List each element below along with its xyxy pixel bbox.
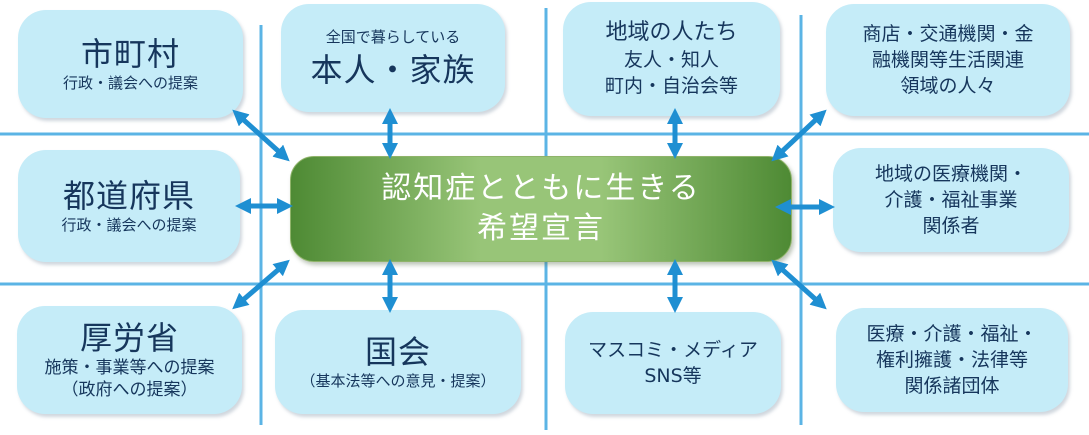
node-family-small: 全国で暮らしている xyxy=(325,28,461,46)
node-life-services-line3: 領域の人々 xyxy=(900,75,996,97)
node-diet: 国会 （基本法等への意見・提案） xyxy=(275,310,521,414)
node-medical-line1: 地域の医療機関・ xyxy=(874,163,1027,185)
node-ministry-title: 厚労省 xyxy=(79,319,179,357)
node-organizations: 医療・介護・福祉・ 権利擁護・法律等 関係諸団体 xyxy=(836,308,1068,412)
node-community-line1: 地域の人たち xyxy=(605,20,738,45)
node-ministry-sub2: （政府への提案） xyxy=(61,380,198,400)
node-medical: 地域の医療機関・ 介護・福祉事業 関係者 xyxy=(833,148,1069,252)
node-community-line2: 友人・知人 xyxy=(623,49,719,71)
node-organizations-line3: 関係諸団体 xyxy=(904,375,1000,397)
node-family-title: 本人・家族 xyxy=(310,51,476,89)
node-community-line3: 町内・自治会等 xyxy=(604,75,738,97)
center-declaration: 認知症とともに生きる 希望宣言 xyxy=(290,156,792,262)
node-medical-line3: 関係者 xyxy=(922,215,980,237)
node-community: 地域の人たち 友人・知人 町内・自治会等 xyxy=(563,2,780,116)
node-medical-line2: 介護・福祉事業 xyxy=(884,189,1018,211)
node-municipality-sub: 行政・議会への提案 xyxy=(62,74,198,92)
node-media: マスコミ・メディア SNS等 xyxy=(565,312,781,414)
node-life-services-line1: 商店・交通機関・金 xyxy=(862,23,1034,45)
node-media-line2: SNS等 xyxy=(644,365,702,387)
center-line1: 認知症とともに生きる xyxy=(381,171,701,206)
arrow-organizations xyxy=(771,259,827,310)
node-prefecture: 都道府県 行政・議会への提案 xyxy=(18,150,240,262)
node-diet-title: 国会 xyxy=(364,333,431,371)
arrow-ministry xyxy=(232,259,290,310)
node-organizations-line1: 医療・介護・福祉・ xyxy=(866,323,1038,345)
node-life-services-line2: 融機関等生活関連 xyxy=(871,49,1024,71)
node-family: 全国で暮らしている 本人・家族 xyxy=(281,4,505,112)
node-prefecture-sub: 行政・議会への提案 xyxy=(61,216,197,234)
node-prefecture-title: 都道府県 xyxy=(62,177,195,215)
node-municipality-title: 市町村 xyxy=(80,35,180,73)
arrow-life-services xyxy=(771,109,827,162)
center-line2: 希望宣言 xyxy=(477,211,605,246)
node-organizations-line2: 権利擁護・法律等 xyxy=(875,349,1028,371)
node-media-line1: マスコミ・メディア xyxy=(588,339,758,361)
arrow-municipality xyxy=(232,109,290,162)
node-ministry-sub1: 施策・事業等への提案 xyxy=(44,358,215,378)
node-diet-sub: （基本法等への意見・提案） xyxy=(300,372,496,390)
node-ministry: 厚労省 施策・事業等への提案 （政府への提案） xyxy=(17,306,242,414)
node-life-services: 商店・交通機関・金 融機関等生活関連 領域の人々 xyxy=(826,4,1070,116)
node-municipality: 市町村 行政・議会への提案 xyxy=(18,10,243,118)
